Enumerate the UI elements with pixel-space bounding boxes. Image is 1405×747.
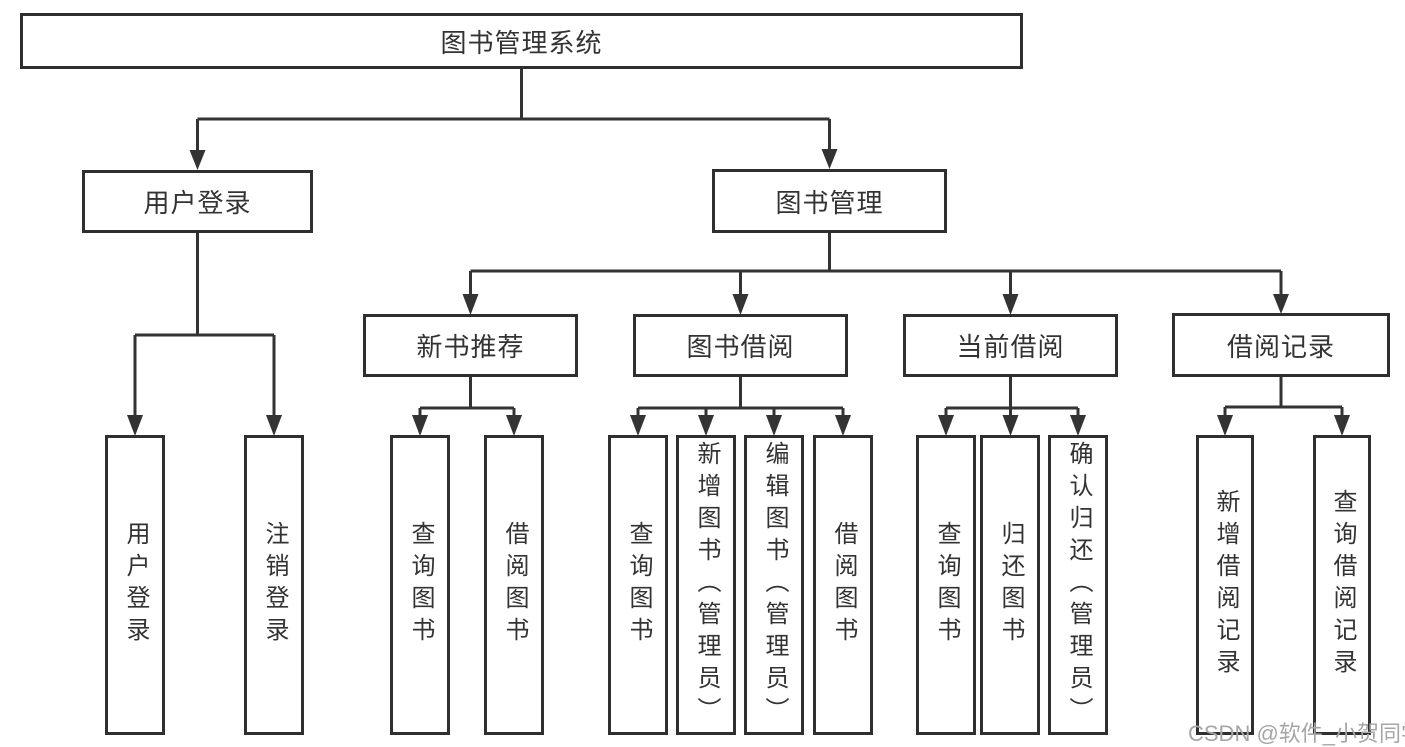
- arrowhead-icon: [462, 294, 479, 315]
- leaf-borrow-borrow-books-label: 借阅图书: [830, 521, 857, 649]
- leaf-newbook-query-books-label: 查询图书: [407, 521, 434, 649]
- leaf-borrow-edit-books-admin-label: 编辑图书（管理员）: [761, 441, 788, 729]
- leaf-record-add-record: 新增借阅记录: [1196, 435, 1254, 735]
- leaf-logout-label: 注销登录: [261, 521, 288, 649]
- connector-new-book-to-leaves: [412, 377, 522, 436]
- arrowhead-icon: [766, 415, 782, 436]
- leaf-borrow-add-books-admin-label: 新增图书（管理员）: [693, 441, 720, 729]
- leaf-record-query-record-label: 查询借阅记录: [1329, 489, 1356, 681]
- leaf-newbook-borrow-books-label: 借阅图书: [501, 521, 528, 649]
- arrowhead-icon: [698, 415, 714, 436]
- arrowhead-icon: [1273, 294, 1289, 314]
- leaf-borrow-borrow-books: 借阅图书: [813, 435, 873, 735]
- node-book-borrow: 图书借阅: [633, 314, 848, 377]
- connector-root-to-level2: [189, 69, 838, 170]
- leaf-newbook-query-books: 查询图书: [390, 435, 450, 735]
- leaf-borrow-edit-books-admin: 编辑图书（管理员）: [744, 435, 804, 735]
- connector-book-borrow-to-leaves: [630, 377, 851, 436]
- arrowhead-icon: [506, 415, 522, 436]
- leaf-borrow-query-books-label: 查询图书: [625, 521, 652, 649]
- node-root-system: 图书管理系统: [20, 13, 1023, 69]
- connector-book-mgmt-to-level3: [462, 233, 1289, 315]
- node-current-borrow: 当前借阅: [903, 314, 1118, 377]
- leaf-current-query-books: 查询图书: [916, 435, 976, 735]
- leaf-user-login-label: 用户登录: [122, 521, 149, 649]
- connector-user-login-to-leaves: [127, 233, 282, 436]
- leaf-record-query-record: 查询借阅记录: [1313, 435, 1371, 735]
- arrowhead-icon: [732, 294, 749, 315]
- leaf-record-add-record-label: 新增借阅记录: [1212, 489, 1239, 681]
- watermark: CSDN @软件_小贺同学: [1188, 721, 1405, 746]
- leaf-borrow-query-books: 查询图书: [608, 435, 668, 735]
- leaf-current-return-books: 归还图书: [980, 435, 1040, 735]
- arrowhead-icon: [1002, 294, 1019, 315]
- arrowhead-icon: [1217, 415, 1233, 436]
- arrowhead-icon: [821, 149, 838, 169]
- node-new-book-recommend: 新书推荐: [363, 314, 578, 377]
- leaf-current-query-books-label: 查询图书: [933, 521, 960, 649]
- arrowhead-icon: [1070, 415, 1086, 436]
- arrowhead-icon: [630, 415, 646, 436]
- arrowhead-icon: [266, 415, 282, 436]
- leaf-newbook-borrow-books: 借阅图书: [484, 435, 544, 735]
- arrowhead-icon: [1002, 415, 1019, 436]
- connector-borrow-record-to-leaves: [1217, 377, 1350, 436]
- arrowhead-icon: [1334, 415, 1350, 436]
- arrowhead-icon: [189, 150, 206, 170]
- arrowhead-icon: [938, 415, 954, 436]
- arrowhead-icon: [412, 415, 428, 436]
- leaf-current-return-books-label: 归还图书: [997, 521, 1024, 649]
- arrowhead-icon: [835, 415, 851, 436]
- node-borrow-record: 借阅记录: [1172, 313, 1390, 377]
- leaf-current-confirm-return-admin-label: 确认归还（管理员）: [1065, 441, 1092, 729]
- leaf-current-confirm-return-admin: 确认归还（管理员）: [1048, 435, 1108, 735]
- leaf-borrow-add-books-admin: 新增图书（管理员）: [676, 435, 736, 735]
- leaf-user-login: 用户登录: [105, 435, 165, 735]
- node-book-mgmt: 图书管理: [712, 169, 947, 233]
- arrowhead-icon: [127, 415, 143, 436]
- node-user-login: 用户登录: [82, 170, 313, 233]
- connector-current-borrow-to-leaves: [938, 377, 1086, 436]
- leaf-logout: 注销登录: [244, 435, 304, 735]
